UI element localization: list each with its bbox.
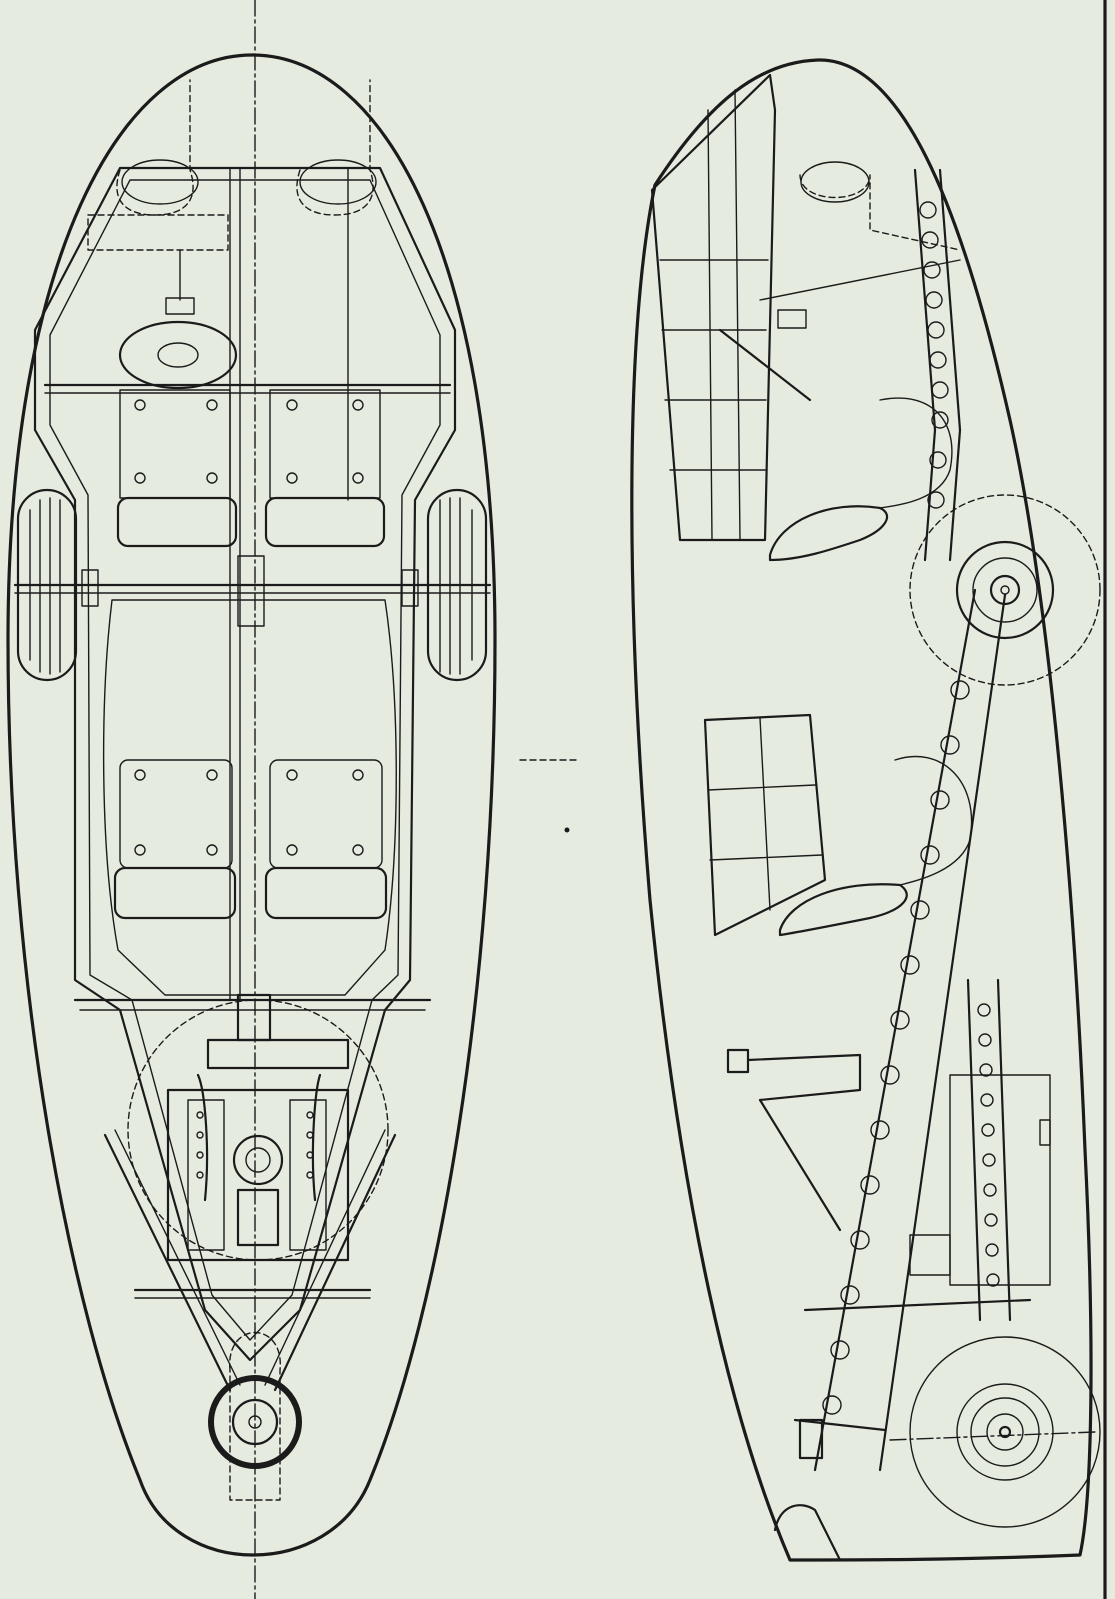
plan-tail-housing: [229, 1332, 281, 1501]
side-elevation: [630, 58, 1101, 1562]
plan-rear-seat-left: [113, 759, 237, 920]
plan-rear-seat-right: [264, 759, 388, 920]
side-front-wheel: [909, 494, 1101, 686]
plan-nose-wheel-right: [299, 159, 377, 205]
plan-front-kingpin-left: [81, 569, 99, 607]
plan-front-seat-left: [116, 389, 238, 548]
side-rear-axle: [803, 1298, 1032, 1312]
side-nose-housing: [799, 174, 961, 251]
plan-rear-arm-right: [273, 1133, 397, 1392]
plan-nose-housing-left: [116, 79, 194, 216]
side-rear-windows: [703, 713, 827, 937]
plan-rear-wheel: [208, 1375, 302, 1469]
plan-front-kingpin-right: [401, 569, 419, 607]
plan-center-bracket: [237, 555, 265, 627]
side-engine-mount: [726, 1048, 1051, 1286]
side-canopy-pillar-2: [734, 89, 741, 541]
side-canopy-pillar-1: [707, 109, 713, 541]
plan-front-box: [87, 214, 229, 251]
side-steering-rod: [759, 259, 961, 301]
plan-rear-arm-left-inner: [114, 1129, 241, 1386]
side-canopy-front: [650, 73, 777, 542]
side-steering-column: [718, 328, 812, 402]
plan-front-seat-right: [264, 389, 386, 548]
side-body-outline: [630, 58, 1093, 1562]
plan-nose-wheel-left: [121, 159, 199, 205]
plan-engine: [166, 993, 350, 1262]
plan-steering-wheel: [118, 320, 238, 390]
side-rear-seat: [778, 883, 908, 937]
side-rear-window-rail-1: [707, 784, 816, 791]
plan-steering-box: [165, 297, 195, 315]
side-front-spar: [913, 168, 962, 562]
side-rear-window-rail-2: [709, 854, 823, 861]
side-front-seat-back: [879, 397, 953, 509]
side-rear-bracket: [798, 1418, 824, 1460]
side-front-seat: [768, 505, 888, 562]
plan-frame-outline: [33, 166, 457, 1362]
side-rear-strut: [966, 978, 1012, 1322]
side-rear-window-divider: [759, 717, 771, 911]
side-rear-wheel: [889, 1336, 1101, 1528]
plan-frame-inner: [49, 179, 441, 1341]
side-rear-bracket-bar: [793, 1418, 887, 1432]
plan-rear-wheel-center: [248, 1415, 262, 1429]
side-steering-box: [777, 309, 807, 329]
plan-rear-wheel-hub: [231, 1398, 279, 1446]
center-dot-mark: [564, 827, 570, 833]
side-diagonal-spar: [813, 588, 1007, 1472]
plan-engine-bay-arc: [127, 999, 389, 1261]
plan-rear-arm-right-inner: [264, 1129, 386, 1386]
side-nose-wheel: [800, 161, 870, 203]
plan-steering-hub: [157, 342, 199, 368]
side-tail-skid: [773, 1504, 842, 1562]
plan-floor-panel: [102, 599, 397, 996]
plan-nose-housing-right: [296, 79, 374, 216]
plan-rear-arm-left: [103, 1133, 232, 1392]
plan-body-outline: [6, 53, 497, 1557]
plan-view: [6, 0, 497, 1599]
